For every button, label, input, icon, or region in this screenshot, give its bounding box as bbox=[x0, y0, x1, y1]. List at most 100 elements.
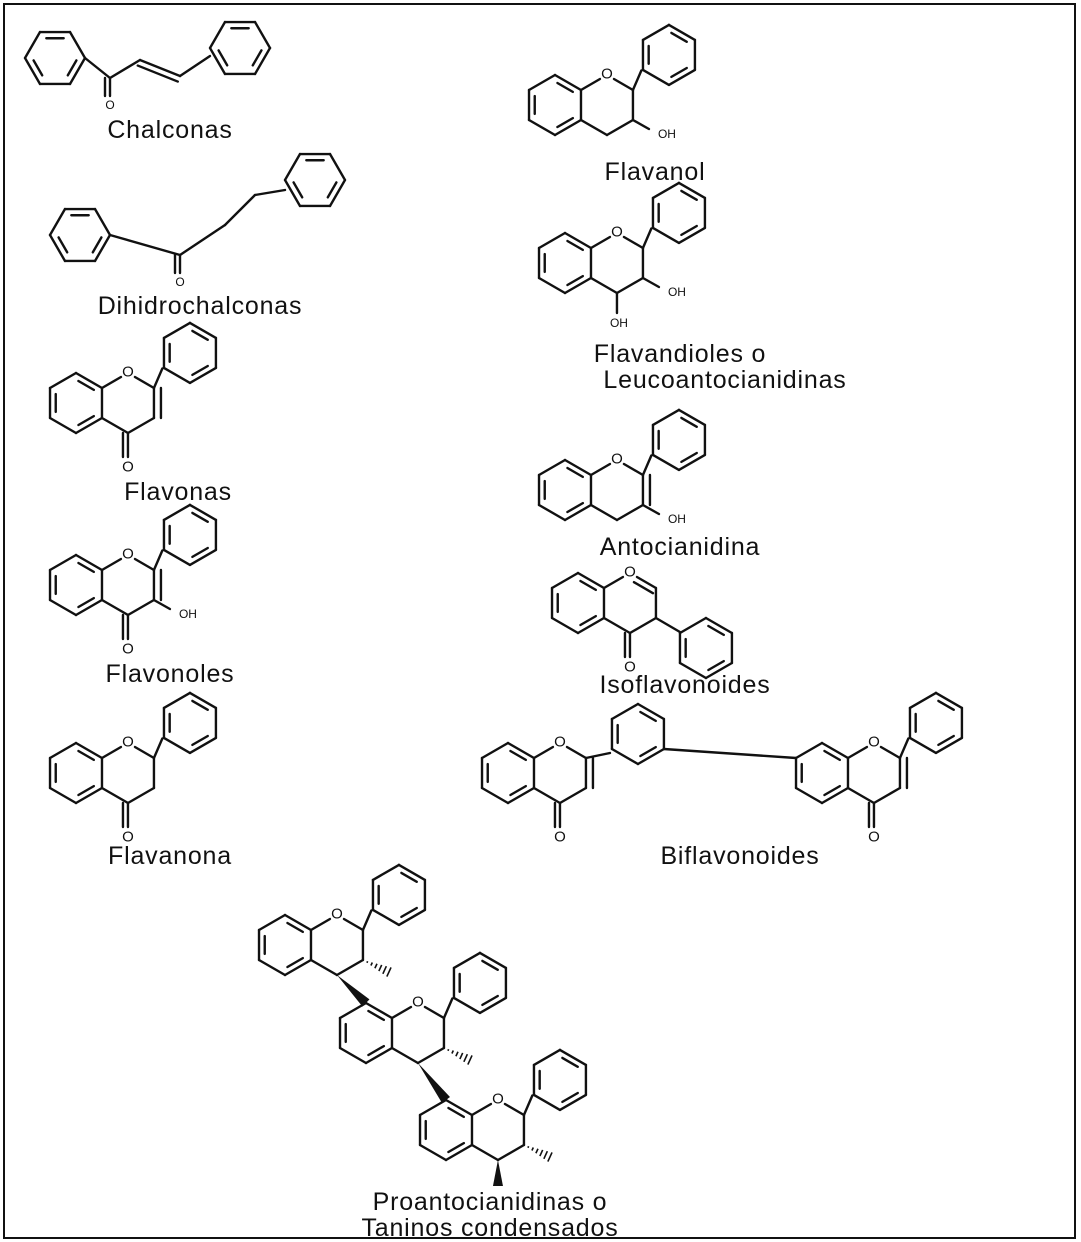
dihidro-bond bbox=[108, 233, 182, 257]
chalconas-ring1-bond bbox=[68, 30, 87, 60]
antocianidina-ring-a-bond bbox=[537, 458, 567, 477]
flavandioles-label-line1: Flavandioles o bbox=[593, 340, 767, 368]
flavanona-structure: OO bbox=[48, 691, 218, 846]
proanto-unit2-ring-b-inner-bond bbox=[481, 959, 499, 971]
proanto-unit2-o-bond bbox=[423, 1005, 446, 1020]
proanto-unit1-ring-b-bond bbox=[397, 863, 427, 882]
biflavonoides-link2 bbox=[662, 747, 798, 760]
flavandioles-c4c4a bbox=[589, 276, 619, 295]
flavanol-ring-a-bond bbox=[553, 118, 583, 137]
flavonoles-ring-b-bond bbox=[188, 503, 218, 522]
flavonas-structure: OO bbox=[48, 321, 218, 476]
proanto-unit1-c4c4a bbox=[309, 958, 339, 977]
flavandioles-ring-a-bond bbox=[537, 276, 567, 295]
biflavonoides-a-ring-a-bond bbox=[506, 786, 536, 805]
flavanol-oh3: OH bbox=[658, 127, 676, 141]
proanto-unit1-o-bond bbox=[309, 917, 332, 932]
flavandioles-ring-b-bond bbox=[651, 181, 681, 200]
proanto-unit2-ring-oxygen: O bbox=[412, 994, 424, 1011]
flavonas-ring-a-bond bbox=[48, 416, 78, 435]
figure-frame bbox=[3, 3, 1076, 1239]
dihidro-ring1-bond bbox=[93, 233, 112, 263]
biflavonoides-b-o-bond bbox=[846, 745, 869, 760]
biflavonoides-a-ring-oxygen: O bbox=[554, 734, 566, 751]
flavonas-carbonyl-oxygen: O bbox=[122, 459, 134, 476]
chalconas-alkene-double bbox=[136, 64, 179, 83]
proanto-unit3-o-bond bbox=[503, 1102, 526, 1117]
proanto-hash-bond bbox=[467, 1055, 473, 1065]
proantocianidinas-structure: OOO bbox=[257, 863, 588, 1186]
dihidro-ring2-inner-bond bbox=[292, 181, 304, 199]
chalconas-label: Chalconas bbox=[107, 116, 233, 144]
dihidro-bond bbox=[223, 193, 257, 227]
flavonas-ring-b-bond bbox=[162, 321, 192, 340]
isoflavonoides-ring-a-bond bbox=[550, 616, 580, 635]
antocianidina-label: Antocianidina bbox=[599, 533, 761, 561]
biflavonoides-b-ring-a-bond bbox=[794, 786, 824, 805]
dihidro-ring2-bond bbox=[283, 178, 302, 208]
dihidro-ring2-bond bbox=[283, 152, 302, 182]
flavonas-ring-b-bond bbox=[188, 366, 218, 385]
proanto-unit1-o-bond bbox=[342, 917, 365, 932]
antocianidina-ring-b-bond bbox=[677, 453, 707, 472]
proanto-unit2-ring-b-bond bbox=[478, 951, 508, 970]
dihidro-oxygen: O bbox=[175, 275, 184, 289]
proanto-unit2-ring-b-bond bbox=[478, 996, 508, 1015]
flavanol-ring-b-bond bbox=[667, 68, 697, 87]
proanto-unit1-c3c4 bbox=[335, 958, 365, 977]
chalconas-ring1-bond bbox=[68, 56, 87, 86]
flavandioles-ring-b-bond bbox=[677, 226, 707, 245]
flavanona-ring-a-bond bbox=[74, 741, 104, 760]
biflavonoides-a-ring-a-bond bbox=[506, 741, 536, 760]
flavonoles-ring-a-bond bbox=[48, 553, 78, 572]
proanto-unit3-o-bond bbox=[470, 1102, 493, 1117]
proanto-unit1-ring-a-bond bbox=[283, 958, 313, 977]
biflavonoides-ring-b-bond bbox=[934, 691, 964, 710]
isoflavonoides-ring-a-bond bbox=[576, 616, 606, 635]
chalconas-bond bbox=[83, 56, 112, 80]
chalconas-ring2-inner-bond bbox=[217, 49, 229, 67]
biflavonoides-a-o-bond bbox=[532, 745, 555, 760]
isoflavonoides-ring-a-inner-bond bbox=[579, 579, 598, 592]
proanto-unit3-ring-b-bond bbox=[558, 1048, 588, 1067]
isoflavonoides-label: Isoflavonoides bbox=[599, 671, 771, 699]
flavanona-ring-a-bond bbox=[48, 786, 78, 805]
flavonas-ring-a-bond bbox=[74, 371, 104, 390]
proanto-unit1-ring-a-inner-bond bbox=[286, 921, 305, 934]
flavonas-ring-a-inner-bond bbox=[77, 414, 96, 427]
flavanona-c3c4 bbox=[126, 786, 156, 805]
chalconas-ring2-inner-bond bbox=[251, 49, 263, 67]
antocianidina-oh3-bond bbox=[641, 503, 661, 516]
flavandioles-ring-b-bond bbox=[677, 181, 707, 200]
flavanol-ring-a-inner-bond bbox=[556, 116, 575, 129]
proanto-hash-bond bbox=[539, 1149, 544, 1157]
proanto-unit3-ring-b-bond bbox=[532, 1048, 562, 1067]
isoflavonoides-c4c4a bbox=[602, 616, 632, 635]
biflavonoides-ring-middle-inner-bond bbox=[639, 710, 657, 723]
flavonoles-ring-a-bond bbox=[74, 598, 104, 617]
flavanol-ring-a-bond bbox=[527, 73, 557, 92]
isoflavonoides-c3c4 bbox=[628, 616, 658, 635]
proanto-hash-bond bbox=[535, 1148, 539, 1154]
flavanol-ring-b-inner-bond bbox=[670, 66, 688, 79]
biflavonoides-link bbox=[898, 737, 910, 760]
flavandioles-ring-oxygen: O bbox=[611, 224, 623, 241]
proanto-wedge-bond bbox=[492, 1160, 503, 1186]
isoflavonoides-structure: OO bbox=[550, 564, 734, 680]
dihidro-ring2-bond bbox=[328, 178, 347, 208]
proanto-unit1-ring-a-inner-bond bbox=[286, 956, 305, 969]
flavonoles-o-bond bbox=[133, 557, 156, 572]
flavanol-ring-a-bond bbox=[553, 73, 583, 92]
flavandioles-ring-b-inner-bond bbox=[680, 189, 698, 201]
antocianidina-structure: OOH bbox=[537, 408, 707, 526]
antocianidina-ring-b-inner-bond bbox=[680, 451, 698, 464]
dihidro-ring2-inner-bond bbox=[326, 181, 338, 199]
antocianidina-ring-b-bond bbox=[677, 408, 707, 427]
flavanol-o-bond bbox=[612, 77, 635, 92]
proanto-unit2-ring-b-bond bbox=[452, 996, 482, 1015]
dihidrochalconas-label: Dihidrochalconas bbox=[97, 292, 303, 320]
flavonoles-c4c4a bbox=[100, 598, 130, 617]
